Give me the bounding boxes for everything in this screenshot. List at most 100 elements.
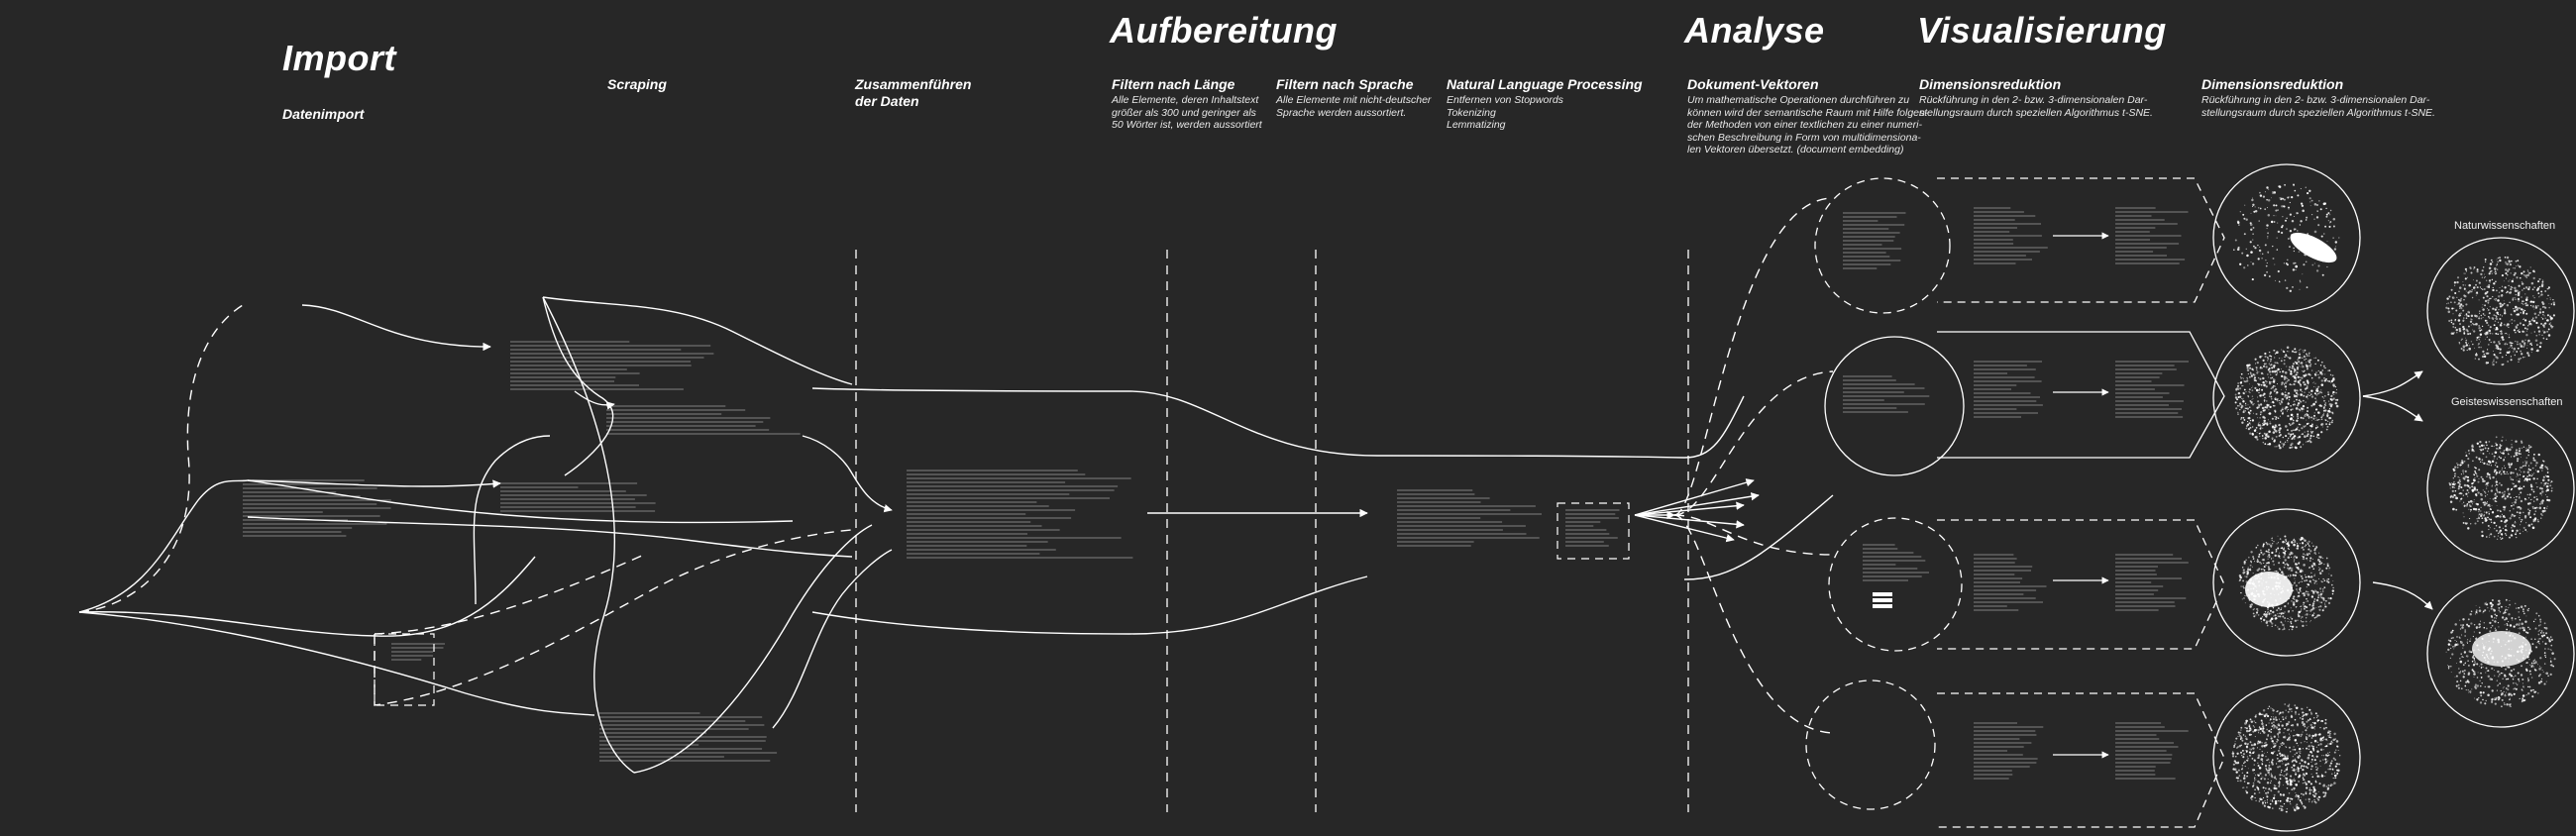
scatter-dot <box>2308 415 2310 419</box>
scatter-dot <box>2302 768 2305 772</box>
scatter-dot <box>2470 314 2474 318</box>
scatter-dot <box>2510 534 2514 537</box>
scatter-dot <box>2257 756 2260 760</box>
scatter-dot <box>2271 558 2273 560</box>
scatter-dot <box>2328 573 2330 575</box>
scatter-dot <box>2495 443 2499 447</box>
scatter-dot <box>2262 725 2265 728</box>
scatter-dot <box>2288 597 2290 600</box>
scatter-dot <box>2327 601 2331 605</box>
scatter-dot <box>2522 300 2524 302</box>
scatter-dot <box>2251 278 2254 281</box>
scatter-dot <box>2525 334 2528 337</box>
scatter-dot <box>2290 372 2293 375</box>
scatter-dot <box>2240 418 2242 420</box>
scatter-dot <box>2519 265 2521 267</box>
scatter-dot <box>2505 449 2508 452</box>
scatter-dot <box>2550 649 2552 651</box>
scatter-dot <box>2509 466 2512 469</box>
scatter-dot <box>2508 284 2510 287</box>
scatter-dot <box>2288 548 2290 551</box>
scatter-dot <box>2310 564 2312 566</box>
scatter-dot <box>2515 294 2517 296</box>
scatter-dot <box>2257 575 2260 577</box>
scatter-dot <box>2333 248 2337 251</box>
scatter-dot <box>2492 295 2494 298</box>
scatter-dot <box>2266 543 2269 546</box>
scatter-dot <box>2277 626 2279 628</box>
scatter-dot <box>2522 309 2524 311</box>
scatter-dot <box>2302 417 2305 420</box>
scatter-dot <box>2526 273 2529 277</box>
scatter-dot <box>2269 405 2272 409</box>
scatter-dot <box>2489 340 2491 342</box>
scatter-dot <box>2485 667 2488 670</box>
scatter-dot <box>2285 620 2287 622</box>
scatter-dot <box>2245 791 2249 794</box>
scatter-dot <box>2315 250 2317 253</box>
scatter-dot <box>2464 295 2467 298</box>
scatter-dot <box>2308 709 2310 711</box>
scatter-dot <box>2452 326 2455 328</box>
scatter-dot <box>2535 495 2537 497</box>
scatter-dot <box>2295 626 2298 629</box>
scatter-dot <box>2287 414 2290 418</box>
scatter-dot <box>2525 522 2527 524</box>
scatter-dot <box>2490 269 2493 272</box>
scatter-dot <box>2263 569 2265 572</box>
scatter-dot <box>2285 542 2287 544</box>
scatter-dot <box>2492 641 2495 643</box>
scatter-dot <box>2522 699 2525 701</box>
scatter-dot <box>2527 511 2530 515</box>
scatter-dot <box>2458 482 2461 486</box>
scatter-dot <box>2487 301 2490 304</box>
scatter-dot <box>2261 763 2264 766</box>
scatter-dot <box>2294 704 2297 706</box>
scatter-dot <box>2480 667 2483 669</box>
scatter-dot <box>2509 705 2511 707</box>
scatter-dot <box>2477 520 2479 522</box>
scatter-dot <box>2472 329 2474 331</box>
scatter-dot <box>2260 253 2262 255</box>
scatter-dot <box>2266 423 2269 426</box>
scatter-dot <box>2515 617 2517 620</box>
scatter-dot <box>2496 458 2498 460</box>
scatter-dot <box>2310 608 2313 611</box>
scatter-dot <box>2322 406 2325 409</box>
scatter-dot <box>2533 286 2535 288</box>
scatter-dot <box>2260 366 2262 369</box>
scatter-dot <box>2460 486 2463 489</box>
scatter-dot <box>2495 356 2498 359</box>
scatter-dot <box>2257 580 2260 583</box>
scatter-dot <box>2273 564 2275 566</box>
scatter-dot <box>2270 376 2273 379</box>
scatter-dot <box>2253 780 2255 782</box>
scatter-dot <box>2280 720 2282 723</box>
scatter-dot <box>2453 474 2456 477</box>
scatter-dot <box>2511 513 2514 516</box>
scatter-dot <box>2466 483 2469 487</box>
scatter-dot <box>2485 536 2488 538</box>
scatter-dot <box>2259 387 2261 390</box>
scatter-dot <box>2255 714 2257 716</box>
scatter-dot <box>2297 766 2299 769</box>
scatter-dot <box>2467 689 2469 691</box>
scatter-dot <box>2479 620 2482 622</box>
scatter-dot <box>2331 742 2334 744</box>
scatter-dot <box>2468 347 2471 351</box>
scatter-dot <box>2262 195 2266 198</box>
scatter-dot <box>2268 412 2272 415</box>
scatter-dot <box>2465 303 2468 306</box>
scatter-dot <box>2244 380 2247 383</box>
scatter-dot <box>2484 319 2487 322</box>
scatter-dot <box>2477 648 2480 651</box>
scatter-dot <box>2264 437 2267 440</box>
scatter-dot <box>2253 792 2256 795</box>
scatter-dot <box>2325 423 2328 426</box>
scatter-dot <box>2517 455 2519 457</box>
scatter-dot <box>2494 698 2497 701</box>
scatter-dot <box>2501 336 2504 339</box>
scatter-dot <box>2244 404 2247 406</box>
scatter-dot <box>2518 331 2521 334</box>
scatter-dot <box>2320 775 2324 778</box>
